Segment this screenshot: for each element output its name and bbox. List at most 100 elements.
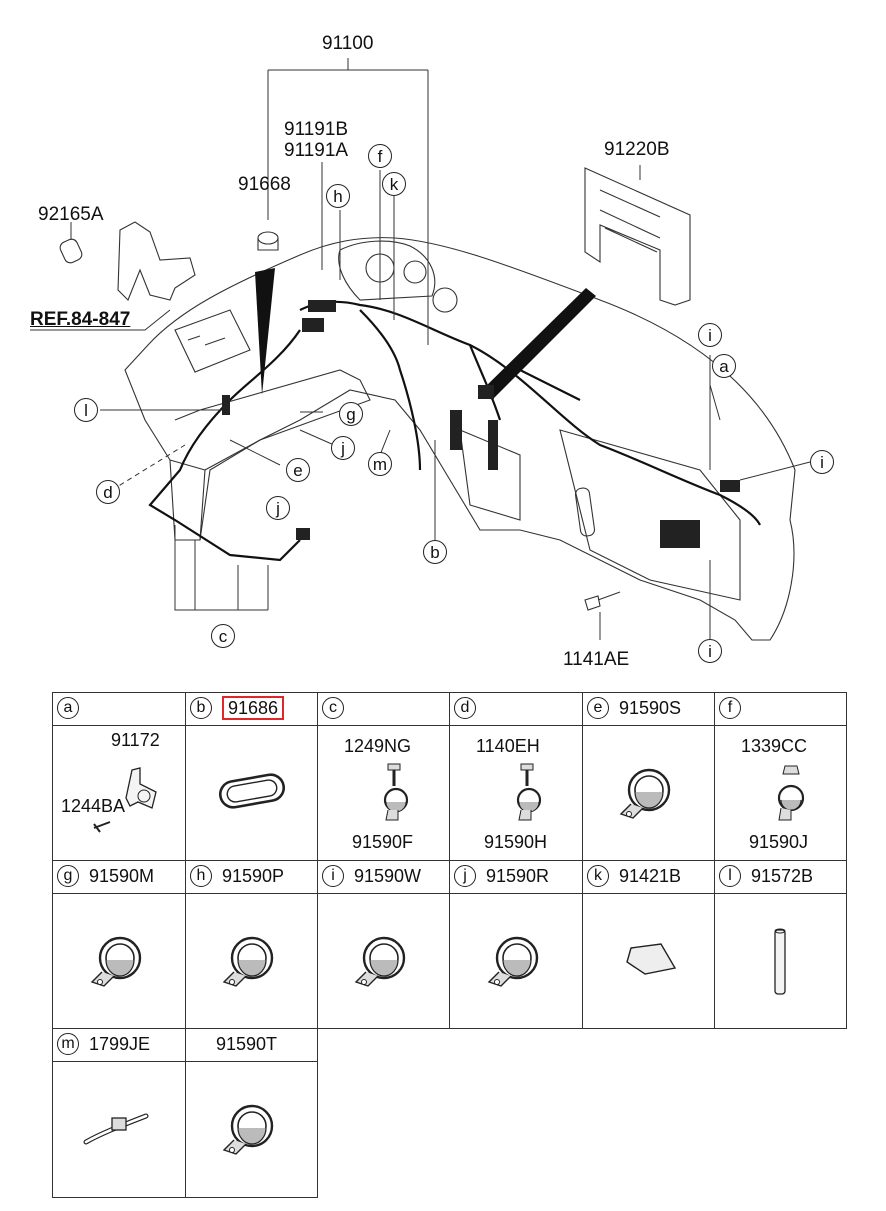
- cell-tag-circle: g: [57, 865, 79, 887]
- clamp-icon: [354, 936, 406, 987]
- part-label: 1339CC: [741, 736, 808, 756]
- table-cell-body: [52, 1061, 186, 1198]
- label-grommet: 91668: [238, 174, 291, 195]
- table-cell-header: j 91590R: [449, 860, 583, 894]
- marker-i-bottom: i: [698, 639, 722, 663]
- table-cell-header: b 91686: [185, 692, 318, 726]
- part-number: 91590S: [619, 698, 682, 718]
- bolt-clamp-icon: [383, 763, 409, 821]
- marker-b: b: [423, 540, 447, 564]
- cell-tag-circle: i: [322, 865, 344, 887]
- label-main-harness: 91100: [322, 33, 374, 54]
- part-number: 1799JE: [89, 1034, 151, 1054]
- part-label: 1140EH: [476, 736, 540, 756]
- harness-diagram: [30, 58, 811, 641]
- label-bracket-right: 91220B: [604, 139, 670, 160]
- marker-d: d: [96, 480, 120, 504]
- cable-tie-icon: [83, 1113, 148, 1145]
- table-cell-header: m 1799JE: [52, 1028, 186, 1062]
- clamp-icon: [487, 936, 538, 987]
- pad-icon: [626, 942, 677, 975]
- marker-l: l: [74, 398, 98, 422]
- cell-tag-circle: f: [719, 697, 741, 719]
- part-number: 91590M: [89, 866, 155, 886]
- table-cell-header: a: [52, 692, 186, 726]
- harness-main: [299, 300, 761, 526]
- part-label: 1249NG: [344, 736, 412, 756]
- marker-e: e: [286, 458, 310, 482]
- table-cell-header: f: [714, 692, 847, 726]
- part-number: 91572B: [751, 866, 814, 886]
- table-cell-body: [185, 725, 318, 861]
- label-reference: REF.84-847: [30, 309, 131, 330]
- cell-tag-circle: j: [454, 865, 476, 887]
- part-label: 91590F: [352, 832, 414, 852]
- table-cell-body: [52, 893, 186, 1029]
- table-cell-body: [714, 893, 847, 1029]
- cell-tag-circle: h: [190, 865, 212, 887]
- tube-icon: [774, 928, 786, 995]
- part-number: 91590P: [222, 866, 285, 886]
- grommet-ring-icon: [218, 772, 286, 809]
- table-cell-body: 91172 1244BA: [52, 725, 186, 861]
- label-bracket-left: 92165A: [38, 204, 104, 225]
- clamp-icon: [222, 936, 274, 987]
- marker-f: f: [368, 144, 392, 168]
- bolt-clamp-icon: [516, 763, 541, 821]
- clamp-icon: [619, 768, 671, 819]
- part-number: 91686: [222, 696, 285, 720]
- table-cell-body: 1249NG 91590F: [317, 725, 450, 861]
- label-bolt: 1141AE: [563, 649, 630, 670]
- table-cell-body: [582, 893, 715, 1029]
- cell-tag-circle: m: [57, 1033, 79, 1055]
- table-cell-header: d: [449, 692, 583, 726]
- marker-g: g: [339, 402, 363, 426]
- table-cell-header: i 91590W: [317, 860, 450, 894]
- part-label: 91172: [111, 730, 160, 750]
- clip-bracket-icon: [92, 767, 157, 833]
- cell-tag-circle: b: [190, 697, 212, 719]
- marker-m: m: [368, 452, 392, 476]
- instrument-cluster: [338, 240, 436, 301]
- part-number: 91590W: [354, 866, 422, 886]
- marker-j-low: j: [266, 496, 290, 520]
- table-cell-body: [185, 1061, 318, 1198]
- table-cell-body: [582, 725, 715, 861]
- marker-i-top: i: [698, 323, 722, 347]
- cell-tag-circle: l: [719, 865, 741, 887]
- bracket-91220B: [584, 167, 691, 306]
- part-number: 91590R: [486, 866, 550, 886]
- table-cell-header: l 91572B: [714, 860, 847, 894]
- marker-k: k: [382, 172, 406, 196]
- part-number: 91590T: [216, 1034, 278, 1054]
- part-label: 91590H: [484, 832, 548, 852]
- glovebox-panel: [559, 429, 741, 601]
- cell-tag-circle: c: [322, 697, 344, 719]
- cell-tag-circle: e: [587, 697, 609, 719]
- part-label: 91590J: [749, 832, 809, 852]
- bracket-92165A: [117, 221, 196, 301]
- table-cell-body: 1140EH 91590H: [449, 725, 583, 861]
- table-cell-body: [449, 893, 583, 1029]
- marker-i-right: i: [810, 450, 834, 474]
- harness-branch-left: [148, 329, 301, 562]
- part-label: 1244BA: [61, 796, 126, 816]
- table-cell-body: [317, 893, 450, 1029]
- table-cell-header: 91590T: [185, 1028, 318, 1062]
- pointer-wedge-left: [255, 268, 275, 395]
- marker-c: c: [211, 624, 235, 648]
- pointer-wedge-right: [480, 288, 596, 400]
- cell-tag-circle: d: [454, 697, 476, 719]
- table-cell-header: c: [317, 692, 450, 726]
- table-cell-header: g 91590M: [52, 860, 186, 894]
- marker-h: h: [326, 184, 350, 208]
- table-cell-body: 1339CC 91590J: [714, 725, 847, 861]
- table-cell-header: h 91590P: [185, 860, 318, 894]
- harness-branch-center: [359, 309, 422, 471]
- table-cell-header: e 91590S: [582, 692, 715, 726]
- marker-j-mid: j: [331, 436, 355, 460]
- clamp-icon: [90, 936, 141, 987]
- label-connector-b: 91191B: [284, 119, 349, 140]
